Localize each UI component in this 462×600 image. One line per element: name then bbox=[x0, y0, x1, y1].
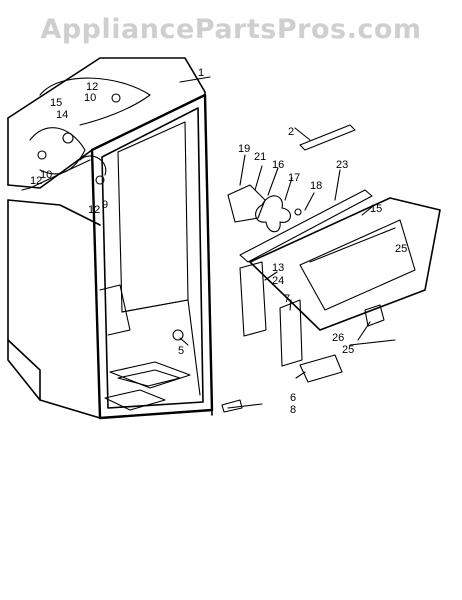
callout-25b: 25 bbox=[342, 344, 354, 356]
callout-2: 2 bbox=[288, 126, 294, 138]
callout-23: 23 bbox=[336, 159, 348, 171]
callout-25a: 25 bbox=[395, 243, 407, 255]
callout-6: 6 bbox=[290, 392, 296, 404]
callout-1: 1 bbox=[198, 67, 204, 79]
callout-19: 19 bbox=[238, 143, 250, 155]
callout-21: 21 bbox=[254, 151, 266, 163]
callout-12c: 12 bbox=[88, 204, 100, 216]
callout-16: 16 bbox=[272, 159, 284, 171]
callout-10b: 10 bbox=[40, 169, 52, 181]
callout-24: 24 bbox=[272, 275, 284, 287]
callout-7: 7 bbox=[284, 293, 290, 305]
callout-15a: 15 bbox=[50, 97, 62, 109]
evaporator-cover-assembly bbox=[179, 76, 441, 409]
callout-18: 18 bbox=[310, 180, 322, 192]
callout-15b: 15 bbox=[370, 203, 382, 215]
callout-labels: 1 12 10 15 14 12 10 12 9 2 19 21 16 17 1… bbox=[30, 67, 407, 416]
callout-12a: 12 bbox=[86, 81, 98, 93]
callout-5: 5 bbox=[178, 345, 184, 357]
callout-13: 13 bbox=[272, 262, 284, 274]
callout-8: 8 bbox=[290, 404, 296, 416]
callout-10a: 10 bbox=[84, 92, 96, 104]
callout-14: 14 bbox=[56, 109, 68, 121]
callout-9: 9 bbox=[102, 199, 108, 211]
liner-assembly bbox=[7, 57, 243, 420]
callout-26: 26 bbox=[332, 332, 344, 344]
callout-17: 17 bbox=[288, 172, 300, 184]
callout-12b: 12 bbox=[30, 175, 42, 187]
watermark: AppliancePartsPros.com bbox=[40, 14, 422, 45]
